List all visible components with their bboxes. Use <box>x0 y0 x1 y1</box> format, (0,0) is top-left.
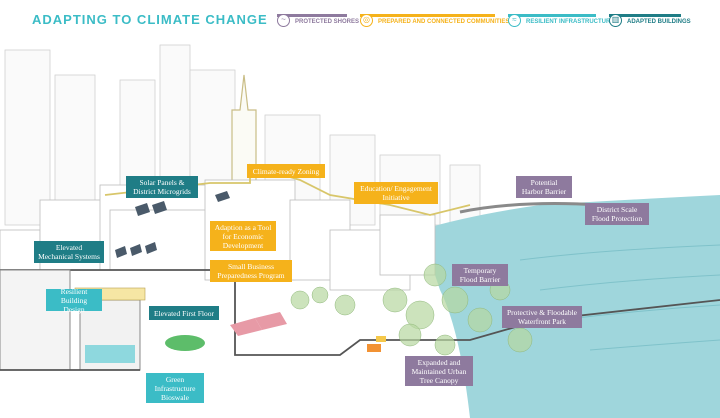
vehicle <box>367 344 381 352</box>
legend-item-communities: ◎ PREPARED AND CONNECTED COMMUNITIES <box>360 14 509 28</box>
legend-item-infrastructure: ≈ RESILIENT INFRASTRUCTURE <box>508 14 614 28</box>
street-canopies <box>230 312 287 336</box>
label-temporary-barrier: Temporary Flood Barrier <box>452 264 508 286</box>
basement-left <box>0 269 71 371</box>
label-resilient-building: Resilient Building Design <box>46 287 102 314</box>
label-harbor-barrier: Potential Harbor Barrier <box>516 176 572 198</box>
label-small-business: Small Business Preparedness Program <box>210 260 292 282</box>
page-title: ADAPTING TO CLIMATE CHANGE <box>32 12 268 27</box>
shore-icon: ~ <box>277 14 290 27</box>
vehicle <box>376 336 386 342</box>
label-economic-development: Adaption as a Tool for Economic Developm… <box>210 221 276 251</box>
label-tree-canopy: Expanded and Maintained Urban Tree Canop… <box>405 356 473 386</box>
label-bioswale: Green Infrastructure Bioswale <box>146 373 204 403</box>
label-climate-zoning: Climate-ready Zoning <box>247 164 325 178</box>
label-solar-panels: Solar Panels & District Microgrids <box>126 176 198 198</box>
legend-item-protected-shores: ~ PROTECTED SHORES <box>277 14 359 28</box>
bioswale <box>165 335 205 351</box>
label-elevated-floor: Elevated First Floor <box>149 306 219 320</box>
solar-panels <box>115 191 230 258</box>
infrastructure-icon: ≈ <box>508 14 521 27</box>
label-elevated-mechanical: Elevated Mechanical Systems <box>34 241 104 263</box>
zoning-outline <box>104 163 471 216</box>
label-waterfront-park: Protective & Floodable Waterfront Park <box>502 306 582 328</box>
community-icon: ◎ <box>360 14 373 27</box>
harbor-barrier <box>459 202 601 214</box>
building-icon: ▥ <box>609 14 622 27</box>
label-district-flood: District Scale Flood Protection <box>585 203 649 225</box>
legend-item-adapted-buildings: ▥ ADAPTED BUILDINGS <box>609 14 691 28</box>
label-education: Education/ Engagement Initiative <box>354 182 438 204</box>
